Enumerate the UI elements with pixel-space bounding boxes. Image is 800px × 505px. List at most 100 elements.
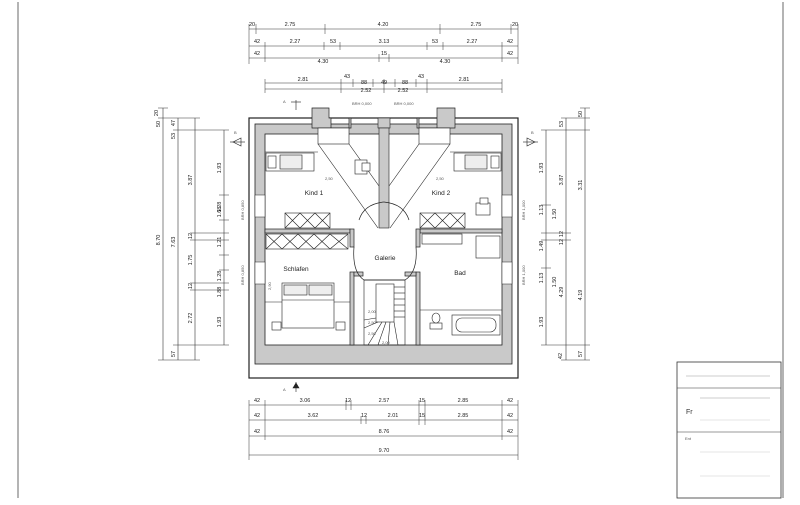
bed-kind1 bbox=[265, 152, 315, 172]
staircase bbox=[363, 279, 406, 346]
room-label-galerie: Galerie bbox=[375, 255, 396, 262]
dim-label: 1.50 bbox=[552, 277, 558, 288]
dim-label: 15 bbox=[419, 413, 425, 419]
window-tag: BRH 0,000 bbox=[394, 101, 414, 106]
room-label-schlafen: Schlafen bbox=[283, 266, 309, 273]
dim-label: 1.49 bbox=[539, 241, 545, 252]
right-dimension-chains bbox=[541, 107, 590, 361]
dim-label: 3.62 bbox=[308, 413, 319, 419]
section-markers: A A B B bbox=[230, 99, 538, 392]
dim-label: 2.81 bbox=[298, 77, 309, 83]
dim-label: 2.27 bbox=[290, 39, 301, 45]
dim-label: 2.75 bbox=[471, 22, 482, 28]
title-block: Fr Ent bbox=[676, 361, 782, 499]
dormer-left bbox=[311, 107, 352, 145]
dim-label: 2.75 bbox=[285, 22, 296, 28]
dim-label: 49 bbox=[381, 80, 387, 86]
dim-label: 4.29 bbox=[559, 287, 565, 298]
dim-label: 2.72 bbox=[188, 313, 194, 324]
section-marker-b-right: B bbox=[523, 130, 538, 147]
dim-label: 43 bbox=[418, 74, 424, 80]
section-marker-a-bottom: A bbox=[283, 382, 300, 392]
dim-label: 57 bbox=[578, 351, 584, 357]
dim-label: 2.57 bbox=[379, 398, 390, 404]
dim-label: 15 bbox=[419, 398, 425, 404]
dim-label: 8.76 bbox=[379, 429, 390, 435]
bed-kind2 bbox=[453, 152, 502, 172]
wall-windows bbox=[254, 194, 513, 285]
dim-label: 3.31 bbox=[578, 180, 584, 191]
window-tag: BRH 0,850 bbox=[240, 265, 245, 285]
interior-walls bbox=[264, 228, 503, 346]
window-tag: BRH 1,000 bbox=[521, 200, 526, 220]
dim-label: 2.85 bbox=[458, 413, 469, 419]
note: 2,50 bbox=[368, 320, 377, 325]
dim-label: 53 bbox=[330, 39, 336, 45]
note: 2,50 bbox=[325, 176, 334, 181]
window-tags: BRH 0,000 BRH 0,000 BRH 0,850 BRH 0,850 … bbox=[240, 101, 526, 285]
sheet-frame bbox=[17, 2, 784, 498]
note: 2,50 bbox=[436, 176, 445, 181]
dim-label: 9.70 bbox=[379, 448, 390, 454]
dim-label: 50 bbox=[578, 111, 584, 117]
dim-label: 53 bbox=[171, 133, 177, 139]
dim-label: 53 bbox=[432, 39, 438, 45]
dim-label: 2.27 bbox=[467, 39, 478, 45]
dim-label: 42 bbox=[254, 429, 260, 435]
room-label-kind2: Kind 2 bbox=[432, 190, 451, 197]
dim-label: 12 bbox=[559, 231, 565, 237]
roof-slope-lines bbox=[265, 143, 502, 311]
title-block-line1: Fr bbox=[686, 409, 693, 416]
bottom-dimension-labels: 42 3.06 12 2.57 15 2.85 42 42 3.62 12 2.… bbox=[254, 398, 513, 454]
room-labels: Kind 1 Kind 2 Galerie Schlafen Bad bbox=[283, 190, 466, 277]
note: 2,90 bbox=[267, 281, 272, 290]
dim-label: 53 bbox=[559, 121, 565, 127]
title-block-line2: Ent bbox=[685, 436, 692, 441]
dim-label: 12 bbox=[188, 233, 194, 239]
dim-label: 88 bbox=[361, 80, 367, 86]
wardrobe-kind2 bbox=[419, 212, 466, 229]
chimney-divider bbox=[377, 117, 391, 229]
dim-label: 7.63 bbox=[171, 237, 177, 248]
dim-label: 1.50 bbox=[552, 209, 558, 220]
dim-label: 20 bbox=[154, 110, 160, 116]
right-dimension-labels: 50 42 3.31 4.19 57 53 3.87 12 12 4.29 1.… bbox=[539, 111, 584, 359]
dim-label: 2.52 bbox=[398, 88, 409, 94]
dim-label: 50 bbox=[156, 121, 162, 127]
dim-label: 3.87 bbox=[559, 175, 565, 186]
dim-label: 1.75 bbox=[188, 255, 194, 266]
dim-label: 4.19 bbox=[578, 290, 584, 301]
dim-label: 1.13 bbox=[539, 273, 545, 284]
dim-label: 42 bbox=[507, 413, 513, 419]
dim-label: 2.81 bbox=[459, 77, 470, 83]
dim-label: 42 bbox=[254, 398, 260, 404]
plan-notes: 2,50 2,50 2,90 2,00 2,50 2,50 2,00 bbox=[267, 176, 445, 345]
dim-label: 4.30 bbox=[440, 59, 451, 65]
dim-label: 42 bbox=[507, 398, 513, 404]
dim-label: 47 bbox=[171, 120, 177, 126]
dim-label: 42 bbox=[507, 39, 513, 45]
svg-text:B: B bbox=[234, 130, 237, 135]
left-dimension-chains bbox=[158, 107, 229, 361]
dim-label: 1.93 bbox=[539, 317, 545, 328]
dim-label: 1.68 bbox=[217, 207, 223, 218]
bottom-dimension-chains bbox=[248, 400, 519, 460]
bath-fixtures bbox=[421, 233, 501, 336]
dim-label: 1.21 bbox=[217, 237, 223, 248]
dim-label: 42 bbox=[558, 353, 564, 359]
dim-label: 3.87 bbox=[188, 175, 194, 186]
window-tag: BRH 0,850 bbox=[240, 200, 245, 220]
dim-label: 1.28 bbox=[217, 271, 223, 282]
dim-label: 2.01 bbox=[388, 413, 399, 419]
dim-label: 3.06 bbox=[300, 398, 311, 404]
wardrobe-kind1 bbox=[284, 212, 331, 229]
dim-label: 12 bbox=[559, 239, 565, 245]
dim-label: 3.13 bbox=[379, 39, 390, 45]
dormer-right bbox=[416, 107, 456, 145]
dim-label: 4.30 bbox=[318, 59, 329, 65]
svg-text:A: A bbox=[283, 387, 286, 392]
note: 2,50 bbox=[368, 331, 377, 336]
dim-label: 43 bbox=[344, 74, 350, 80]
top-dimension-labels: 20 2.75 4.20 2.75 20 42 2.27 53 3.13 53 … bbox=[249, 22, 518, 94]
dim-label: 1.28 bbox=[217, 202, 223, 213]
